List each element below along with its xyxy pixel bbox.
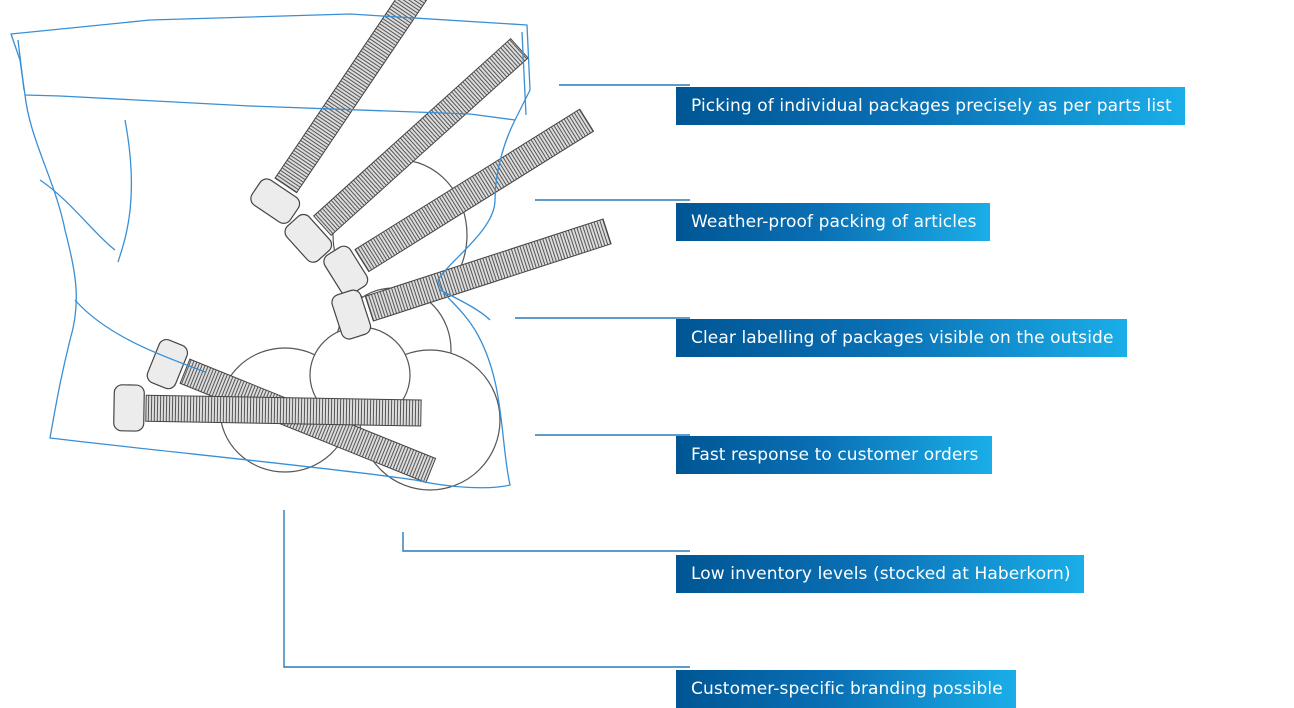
callout-branding: Customer-specific branding possible — [676, 670, 1016, 708]
callout-text: Low inventory levels (stocked at Haberko… — [691, 564, 1071, 584]
screws — [114, 0, 615, 492]
callout-text: Clear labelling of packages visible on t… — [691, 328, 1114, 348]
callout-text: Customer-specific branding possible — [691, 679, 1003, 699]
callout-text: Weather-proof packing of articles — [691, 212, 977, 232]
callout-text: Picking of individual packages precisely… — [691, 96, 1172, 116]
callout-weatherproof: Weather-proof packing of articles — [676, 203, 990, 241]
callout-labelling: Clear labelling of packages visible on t… — [676, 319, 1127, 357]
callout-low-inventory: Low inventory levels (stocked at Haberko… — [676, 555, 1084, 593]
callout-fast-response: Fast response to customer orders — [676, 436, 992, 474]
connector-line — [284, 510, 690, 667]
connector-line — [403, 532, 690, 551]
callout-text: Fast response to customer orders — [691, 445, 979, 465]
callout-picking: Picking of individual packages precisely… — [676, 87, 1185, 125]
bag-illustration — [11, 0, 614, 492]
